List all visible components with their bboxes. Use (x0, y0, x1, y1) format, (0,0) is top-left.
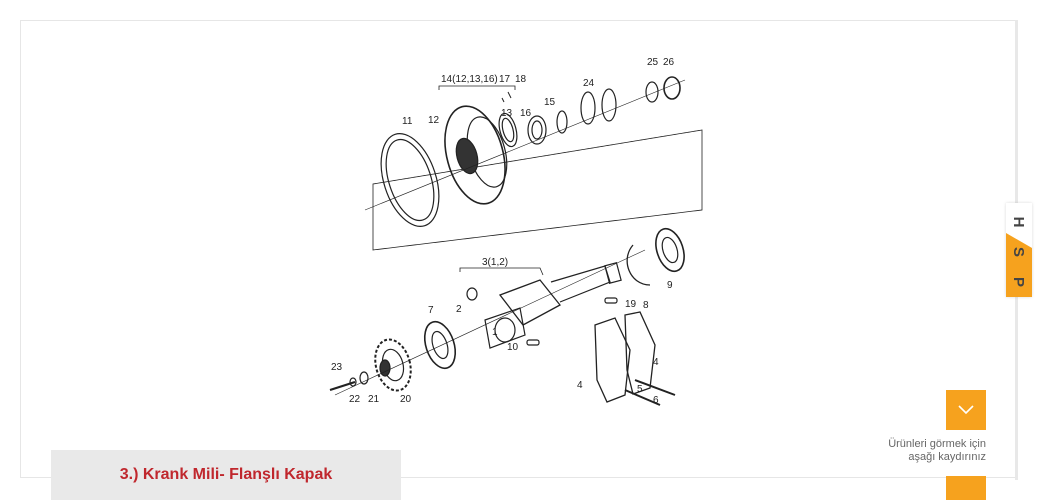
part-label: 4 (653, 357, 659, 368)
hsp-logo-icon: H S P (1006, 203, 1032, 297)
hsp-letter: S (1010, 247, 1027, 257)
part-label: 6 (653, 395, 659, 406)
part-label: 19 (625, 299, 637, 310)
part-label: 11 (402, 116, 413, 127)
part-label: 17 (499, 74, 511, 85)
scroll-hint: Ürünleri görmek için aşağı kaydırınız (856, 438, 986, 464)
part-label: 21 (368, 394, 380, 405)
hsp-side-tab[interactable]: H S P (1006, 203, 1032, 297)
part-label: 23 (331, 362, 343, 373)
part-label: 12 (428, 115, 440, 126)
part-label: 3(1,2) (482, 257, 508, 268)
part-label: 7 (428, 305, 434, 316)
chevron-down-icon (958, 405, 974, 415)
section-title: 3.) Krank Mili- Flanşlı Kapak (119, 466, 333, 483)
scroll-down-button[interactable] (946, 390, 986, 430)
part-label: 8 (643, 300, 649, 311)
parts-diagram: 1 2 3(1,2) 4 4 5 6 7 8 9 10 11 12 13 14(… (315, 50, 715, 420)
part-label: 10 (507, 342, 519, 353)
part-label: 20 (400, 394, 412, 405)
exploded-view-svg: 1 2 3(1,2) 4 4 5 6 7 8 9 10 11 12 13 14(… (329, 57, 703, 406)
part-label: 22 (349, 394, 361, 405)
part-label: 1 (492, 327, 498, 338)
part-label: 9 (667, 280, 673, 291)
part-label: 2 (456, 304, 462, 315)
part-label: 13 (501, 108, 513, 119)
part-label: 15 (544, 97, 556, 108)
part-label: 25 (647, 57, 659, 68)
part-label: 14(12,13,16) (441, 74, 498, 85)
part-label: 5 (637, 384, 643, 395)
orange-accent-bar (946, 476, 986, 500)
hsp-letter: P (1010, 277, 1027, 287)
scroll-hint-line1: Ürünleri görmek için (888, 438, 986, 450)
part-label: 26 (663, 57, 675, 68)
part-label: 4 (577, 380, 583, 391)
part-label: 18 (515, 74, 527, 85)
caption-box: 3.) Krank Mili- Flanşlı Kapak (51, 450, 401, 500)
part-label: 16 (520, 108, 532, 119)
hsp-letter: H (1010, 217, 1027, 228)
part-number-labels: 1 2 3(1,2) 4 4 5 6 7 8 9 10 11 12 13 14(… (331, 57, 675, 406)
content-card (20, 20, 1016, 478)
scroll-hint-line2: aşağı kaydırınız (908, 451, 986, 463)
part-label: 24 (583, 78, 595, 89)
